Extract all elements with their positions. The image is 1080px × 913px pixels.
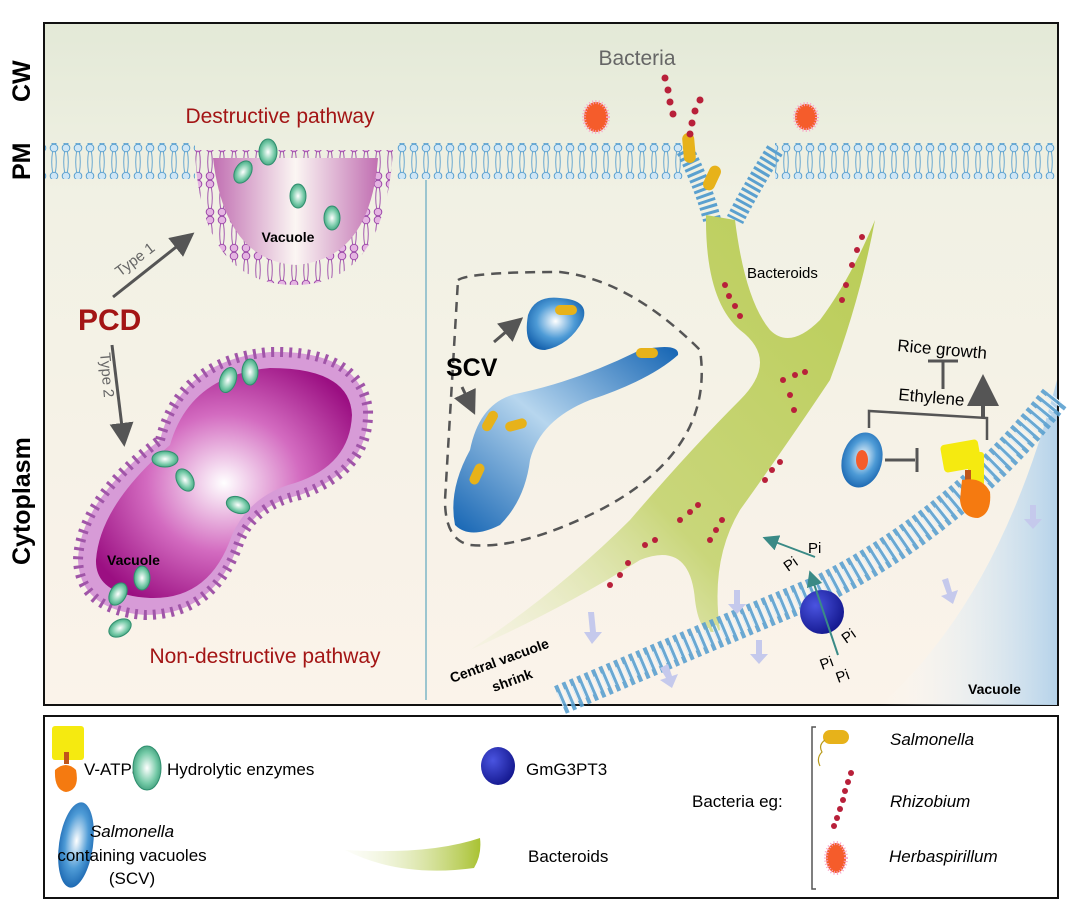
hydrolytic-enzyme <box>108 618 132 638</box>
hydrolytic-enzyme <box>108 582 128 606</box>
scv-dashed-boundary <box>443 270 703 547</box>
tonoplast-inner <box>556 390 1064 708</box>
inhibit-vatpase <box>885 448 919 472</box>
hydrolytic-enzyme <box>258 138 278 166</box>
legend-bacteroids-icon <box>345 838 481 871</box>
legend-panel <box>43 715 1059 899</box>
pm-label: PM <box>8 143 36 181</box>
vacuole-label-bottom: Vacuole <box>107 552 160 568</box>
type2-arrow <box>109 344 134 447</box>
legend-rhizobium-icon <box>831 770 854 829</box>
legend-salmonella-label: Salmonella <box>890 730 974 749</box>
scv-arrow-up <box>493 317 524 344</box>
cw-label: CW <box>8 60 36 102</box>
vacuole-label-top: Vacuole <box>262 229 315 245</box>
hydrolytic-enzyme <box>233 160 253 184</box>
pi-label: Pi <box>808 540 821 557</box>
rhizobium-bacteroids <box>607 234 865 588</box>
pi-transport-arrow <box>806 570 839 656</box>
vacuole-label-right: Vacuole <box>968 681 1021 697</box>
legend-v-atpase-icon <box>52 726 84 792</box>
destructive-vacuole <box>195 138 393 285</box>
shrink-arrows <box>584 505 1042 688</box>
herbaspirillum-bacterium <box>793 102 819 132</box>
legend-scv-label-1: Salmonella <box>90 822 174 841</box>
type1-arrow <box>112 232 195 299</box>
rhizobium-chain <box>661 74 704 138</box>
legend-gmg3pt3-label: GmG3PT3 <box>526 760 607 779</box>
hydrolytic-enzyme <box>175 468 195 492</box>
legend-herbaspirillum-icon <box>824 841 848 875</box>
legend-bracket <box>811 726 816 890</box>
inhibit-rice-growth <box>928 359 958 389</box>
scv-arrow-down <box>454 386 476 415</box>
scv-label: SCV <box>446 354 498 382</box>
hydrolytic-enzyme <box>241 358 259 386</box>
legend-scv-icon <box>58 802 94 888</box>
legend-hydrolytic-enzymes-label: Hydrolytic enzymes <box>167 760 314 779</box>
pi-label: Pi <box>818 653 836 674</box>
legend-herbaspirillum-label: Herbaspirillum <box>889 847 998 866</box>
hydrolytic-enzyme <box>289 183 307 209</box>
destructive-pathway-title: Destructive pathway <box>185 105 375 128</box>
legend-bacteria-eg-label: Bacteria eg: <box>692 792 783 811</box>
legend-salmonella-icon <box>817 730 849 767</box>
non-destructive-pathway-title: Non-destructive pathway <box>149 645 381 668</box>
bacteroids-label: Bacteroids <box>747 265 818 282</box>
hydrolytic-enzyme <box>218 366 238 394</box>
bacteria-label: Bacteria <box>598 47 675 70</box>
herbaspirillum-bacterium <box>582 100 610 134</box>
pi-export-arrow <box>762 535 816 558</box>
type2-label: Type 2 <box>96 352 117 398</box>
ethylene-bracket <box>867 409 989 440</box>
hydrolytic-enzyme <box>151 450 179 468</box>
legend-scv-label-3: (SCV) <box>109 869 155 888</box>
legend-rhizobium-label: Rhizobium <box>890 792 970 811</box>
salmonella-in-scv <box>469 305 658 485</box>
non-destructive-vacuole <box>72 346 374 638</box>
legend-hydrolytic-enzyme-icon <box>132 745 162 791</box>
hydrolytic-enzyme <box>133 565 151 591</box>
gmg3pt3-protein <box>800 590 844 634</box>
legend-gmg3pt3-icon <box>481 747 515 785</box>
v-atpase-complex <box>940 439 991 518</box>
hydrolytic-enzyme <box>225 495 251 515</box>
hydrolytic-enzyme <box>323 205 341 231</box>
legend-scv-label-2: containing vacuoles <box>57 846 206 865</box>
central-vacuole-region <box>880 380 1057 705</box>
cytoplasm-label: Cytoplasm <box>8 437 36 565</box>
pcd-label: PCD <box>78 304 141 337</box>
salmonella-bacterium <box>682 133 721 191</box>
legend-bacteroids-label: Bacteroids <box>528 847 608 866</box>
bacteroids-network <box>470 215 875 650</box>
scv-large <box>453 346 679 533</box>
pi-label: Pi <box>834 666 852 687</box>
herbaspirillum-in-scv <box>856 450 868 470</box>
